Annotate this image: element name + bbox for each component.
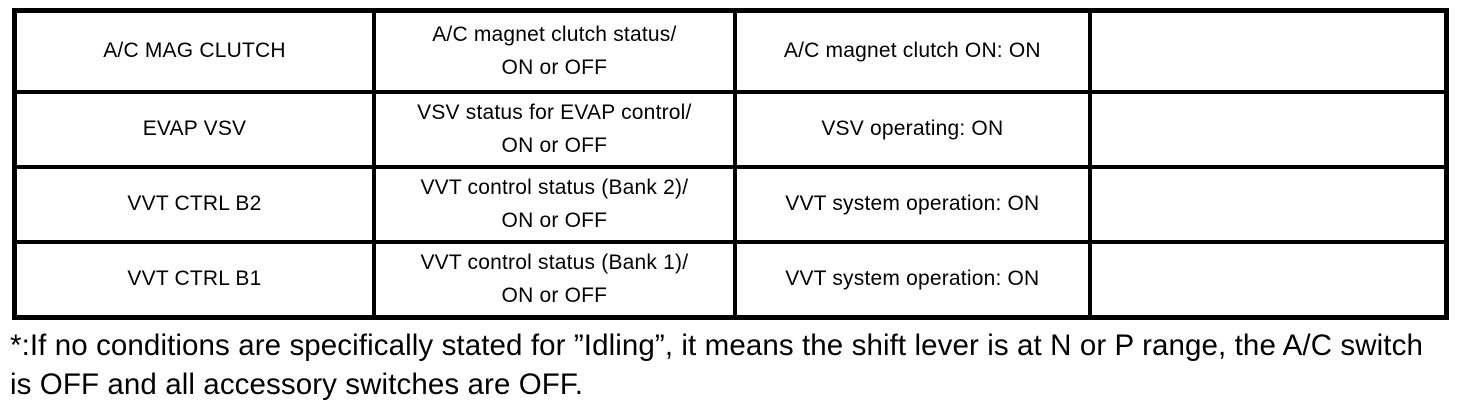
- description-line-2: ON or OFF: [501, 56, 608, 80]
- table-row: A/C MAG CLUTCH A/C magnet clutch status/…: [12, 8, 1449, 94]
- description-line-2: ON or OFF: [501, 209, 608, 232]
- condition-cell: VSV operating: ON: [732, 89, 1092, 169]
- description-line-1: A/C magnet clutch status/: [432, 23, 677, 47]
- item-cell: VVT CTRL B1: [12, 239, 376, 320]
- condition-cell: A/C magnet clutch ON: ON: [732, 8, 1092, 94]
- footnote-line-2: is OFF and all accessory switches are OF…: [10, 368, 584, 401]
- description-cell: VVT control status (Bank 1)/ ON or OFF: [371, 239, 737, 320]
- note-cell: [1087, 239, 1449, 320]
- footnote-line-1: *:If no conditions are specifically stat…: [10, 329, 1423, 362]
- item-cell: VVT CTRL B2: [12, 164, 376, 244]
- note-cell: [1087, 8, 1449, 94]
- note-cell: [1087, 89, 1449, 169]
- description-cell: VSV status for EVAP control/ ON or OFF: [371, 89, 737, 169]
- table-row: VVT CTRL B2 VVT control status (Bank 2)/…: [12, 164, 1449, 244]
- table-row: VVT CTRL B1 VVT control status (Bank 1)/…: [12, 239, 1449, 320]
- data-list-table: A/C MAG CLUTCH A/C magnet clutch status/…: [12, 8, 1449, 320]
- description-line-2: ON or OFF: [501, 134, 608, 157]
- description-line-1: VSV status for EVAP control/: [417, 101, 692, 124]
- item-cell: EVAP VSV: [12, 89, 376, 169]
- description-cell: A/C magnet clutch status/ ON or OFF: [371, 8, 737, 94]
- description-line-1: VVT control status (Bank 1)/: [420, 251, 689, 275]
- condition-cell: VVT system operation: ON: [732, 239, 1092, 320]
- footnote: *:If no conditions are specifically stat…: [10, 326, 1472, 404]
- description-cell: VVT control status (Bank 2)/ ON or OFF: [371, 164, 737, 244]
- description-line-1: VVT control status (Bank 2)/: [420, 176, 689, 199]
- condition-cell: VVT system operation: ON: [732, 164, 1092, 244]
- description-line-2: ON or OFF: [501, 284, 608, 308]
- note-cell: [1087, 164, 1449, 244]
- item-cell: A/C MAG CLUTCH: [12, 8, 376, 94]
- table-row: EVAP VSV VSV status for EVAP control/ ON…: [12, 89, 1449, 169]
